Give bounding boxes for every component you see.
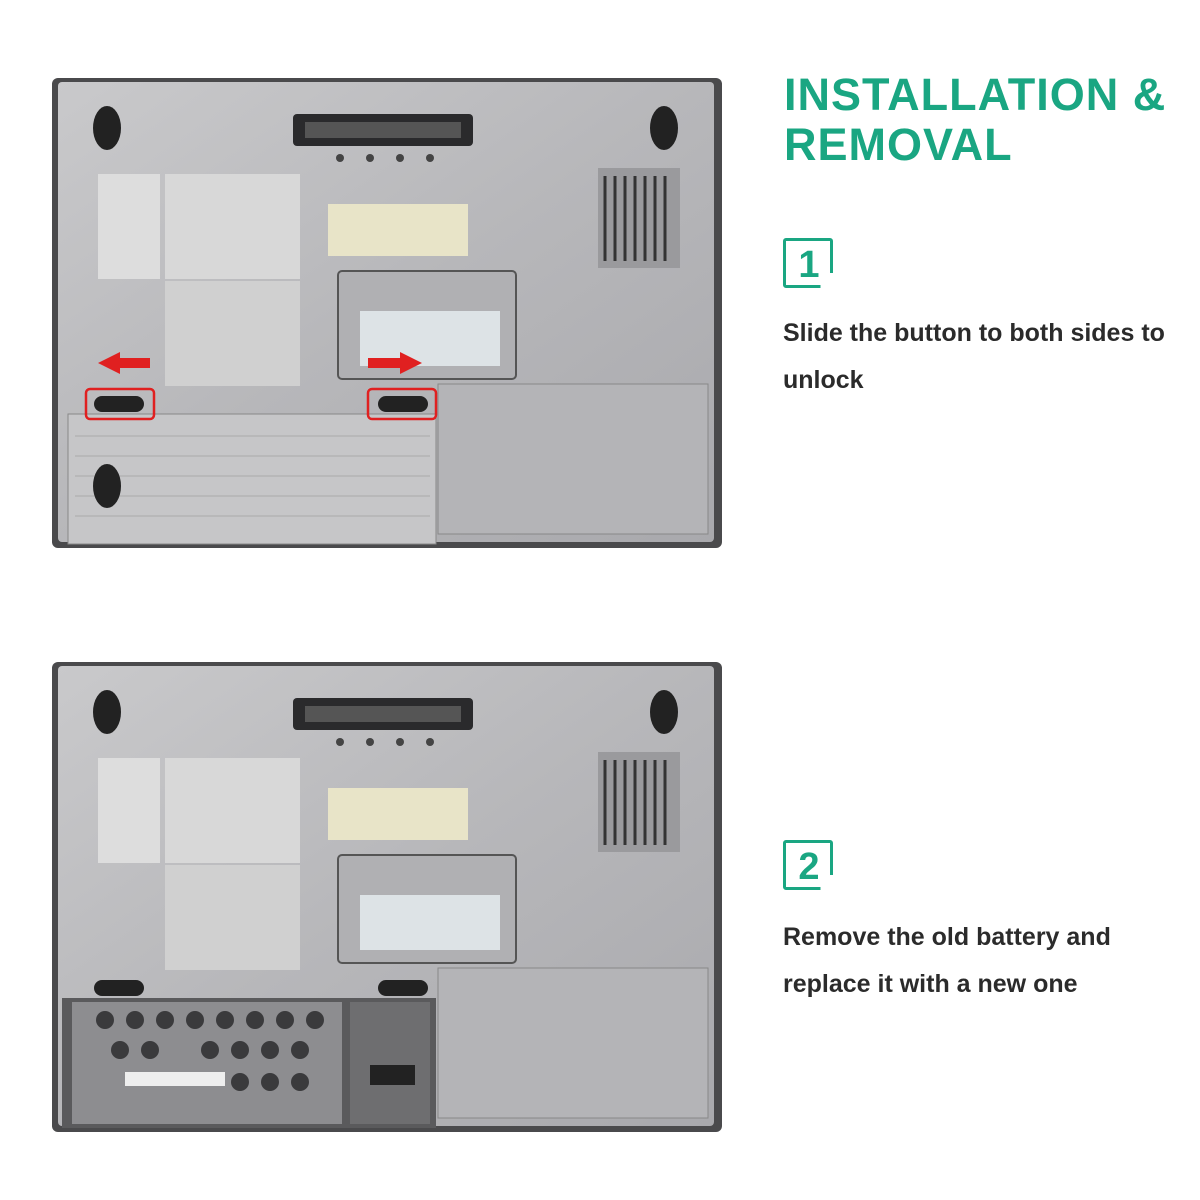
arrow-right-icon	[368, 352, 422, 374]
battery	[67, 413, 437, 545]
step-2-number: 2	[798, 846, 820, 888]
title-line-2: REMOVAL	[784, 119, 1013, 170]
page-title: INSTALLATION & REMOVAL	[784, 70, 1166, 170]
latch-highlight-left	[84, 387, 156, 421]
latch-highlight-right	[366, 387, 438, 421]
step-1-number: 1	[798, 244, 820, 286]
laptop-photo-battery-removed	[50, 660, 725, 1135]
step-1-instruction: Slide the button to both sides to unlock	[783, 319, 1165, 394]
laptop-photo-unlock	[50, 76, 725, 551]
step-1-number-badge: 1	[783, 238, 835, 290]
arrow-left-icon	[98, 352, 150, 374]
step-2-number-badge: 2	[783, 840, 835, 892]
title-line-1: INSTALLATION &	[784, 69, 1167, 120]
step-2-instruction: Remove the old battery and replace it wi…	[783, 923, 1111, 998]
